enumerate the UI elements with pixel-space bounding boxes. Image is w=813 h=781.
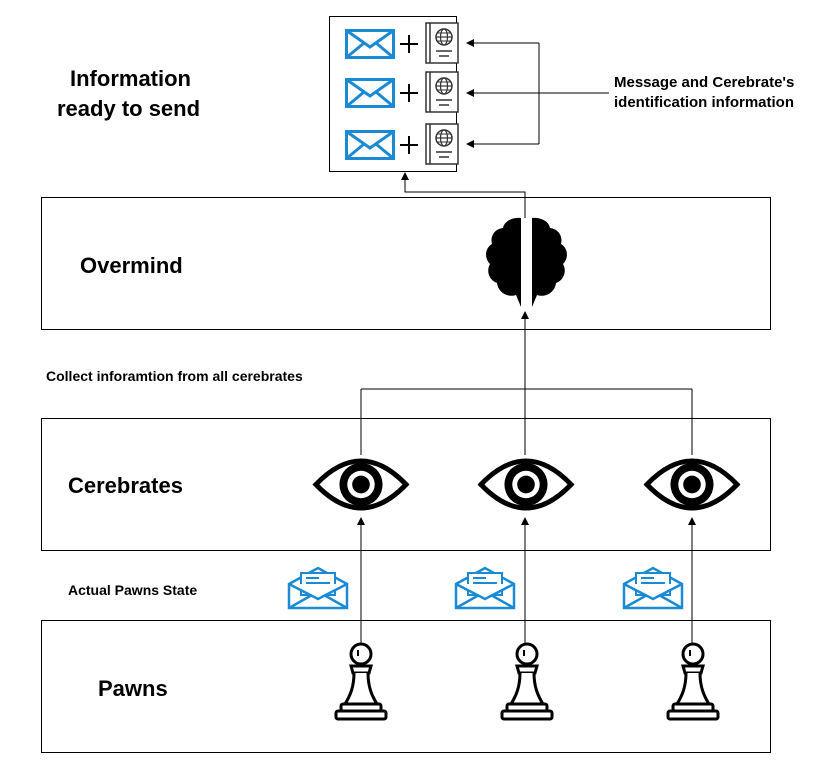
message-row-1 [345, 22, 459, 64]
open-envelope-icon [454, 566, 516, 610]
envelope-icon [345, 78, 395, 108]
info-title-line1: Information [70, 66, 191, 91]
pawn-icon [334, 642, 388, 721]
open-envelope-icon [287, 566, 349, 610]
eye-icon [647, 461, 737, 508]
pawns-label: Pawns [98, 676, 168, 701]
open-envelope-icon [622, 566, 684, 610]
actual-state-label: Actual Pawns State [68, 582, 198, 598]
callout-bracket [466, 39, 609, 148]
collector-lines [360, 311, 693, 455]
passport-icon [425, 71, 459, 113]
message-row-3 [345, 123, 459, 165]
plus-icon [399, 135, 419, 155]
plus-icon [399, 34, 419, 54]
pawn-icon [500, 642, 554, 721]
pawns-box [41, 620, 771, 753]
overmind-box [41, 197, 771, 330]
eye-icon [481, 461, 571, 508]
collect-label: Collect inforamtion from all cerebrates [46, 368, 303, 384]
envelope-icon [345, 130, 395, 160]
pawn-state-arrows [357, 517, 696, 644]
pawn-icon [666, 642, 720, 721]
brain-icon [486, 217, 567, 307]
overmind-label: Overmind [80, 253, 183, 278]
callout-line2: identification information [614, 94, 794, 111]
info-title-line2: ready to send [57, 96, 201, 121]
message-row-2 [345, 71, 459, 113]
passport-icon [425, 123, 459, 165]
callout-line1: Message and Cerebrate's [614, 74, 795, 91]
passport-icon [425, 22, 459, 64]
overmind-to-info-arrow [401, 172, 526, 218]
plus-icon [399, 83, 419, 103]
envelope-icon [345, 29, 395, 59]
cerebrates-label: Cerebrates [68, 473, 183, 498]
eye-icon [316, 461, 406, 508]
